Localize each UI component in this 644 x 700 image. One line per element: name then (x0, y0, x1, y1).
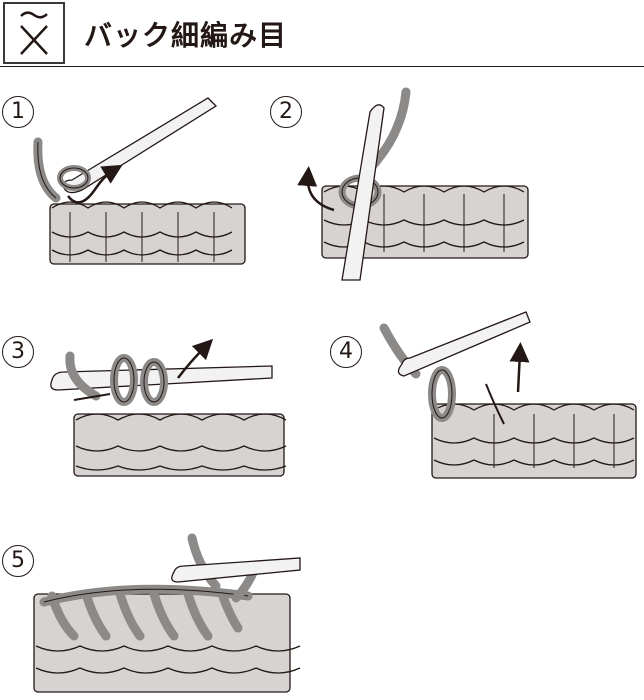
header-divider (0, 66, 644, 67)
yarn-strand (65, 351, 101, 401)
step-1-illustration (30, 92, 255, 272)
fabric-swatch (49, 203, 246, 265)
step-5-illustration (30, 533, 320, 696)
motion-arrow (297, 166, 335, 212)
yarn-strand (33, 137, 61, 203)
yarn-strand (187, 533, 221, 591)
motion-arrow (509, 342, 530, 393)
fabric-swatch (73, 413, 285, 477)
step-number-4: 4 (330, 336, 362, 368)
yarn-strand (369, 87, 411, 169)
stitch-symbol (3, 2, 65, 64)
step-4-illustration (370, 311, 640, 483)
motion-arrow (177, 338, 214, 379)
back-single-crochet-symbol-icon (20, 11, 48, 55)
crochet-hook (341, 104, 385, 281)
step-number-2: 2 (270, 96, 302, 128)
step-number-3: 3 (2, 336, 34, 368)
step-number-5: 5 (2, 545, 34, 577)
motion-arrow (67, 164, 123, 204)
crochet-hook (397, 311, 531, 377)
twisted-stitch-row (39, 584, 253, 641)
stitch-row-top (51, 201, 233, 262)
yarn-outline (37, 141, 57, 199)
page-title: バック細編み目 (84, 19, 288, 52)
step-2-illustration (297, 87, 538, 282)
step-number-1: 1 (2, 96, 34, 128)
step-3-illustration (40, 330, 290, 480)
crochet-hook (171, 557, 301, 583)
